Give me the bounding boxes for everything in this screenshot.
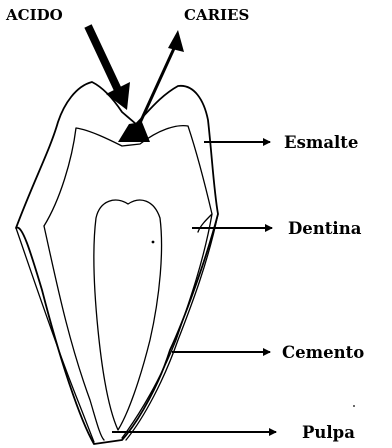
label-pulp: Pulpa [302,423,355,442]
label-caries: CARIES [184,6,249,24]
label-cementum: Cemento [282,343,364,362]
caries-lesion [118,122,150,142]
label-dentin: Dentina [288,219,362,238]
label-acid: ACIDO [5,6,63,24]
label-enamel: Esmalte [284,133,358,152]
tooth-outer-outline [16,82,218,444]
speck [353,405,355,407]
dentin-right-line [122,214,212,438]
caries-arrow-shaft [134,44,176,136]
caries-arrow-head [168,30,184,52]
acid-arrow-shaft [88,26,118,90]
speck [152,241,155,244]
